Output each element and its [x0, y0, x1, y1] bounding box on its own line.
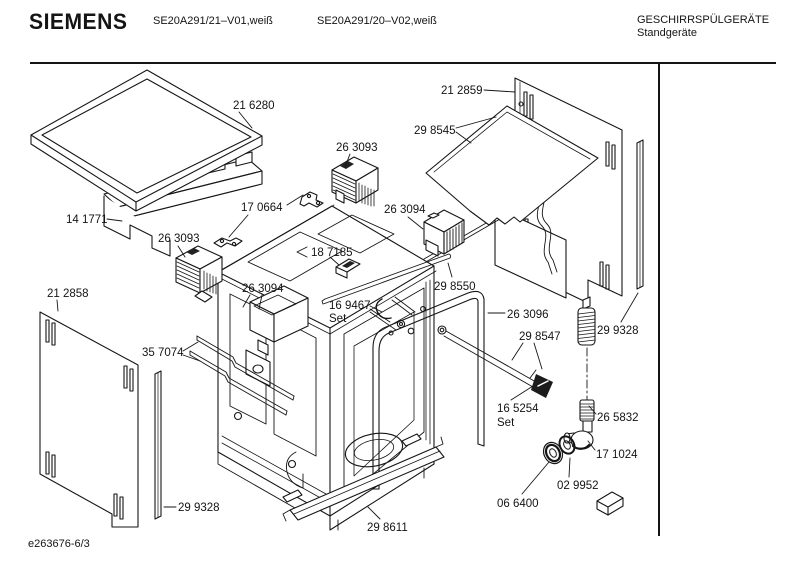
trim-strip-left-drawing [154, 370, 162, 520]
trim-strip-right-drawing [636, 139, 644, 290]
part-label: 21 2859 [441, 85, 483, 97]
part-label: 17 0664 [241, 202, 283, 214]
part-label: 26 3094 [384, 204, 426, 216]
supply-pipe-drawing [321, 253, 452, 305]
part-label: 29 8547 [519, 331, 561, 343]
top-cover-drawing [425, 105, 599, 226]
door-spring-rod-drawing [437, 325, 553, 398]
category-line: GESCHIRRSPÜLGERÄTE [637, 14, 770, 26]
base-channel-drawing [282, 433, 445, 522]
right-column-divider [658, 63, 660, 536]
part-label: 21 2858 [47, 288, 89, 300]
part-label: 06 6400 [497, 498, 539, 510]
fixing-bracket-drawings [213, 191, 324, 248]
part-label: 14 1771 [66, 214, 108, 226]
valve-module-drawing [423, 209, 465, 257]
left-side-panel-drawing [39, 311, 139, 528]
product-category: GESCHIRRSPÜLGERÄTE Standgeräte [637, 14, 769, 40]
dispenser-box-drawing [249, 285, 309, 356]
leader-lines [56, 89, 639, 520]
part-label: 17 1024 [596, 449, 638, 461]
part-label: 29 8545 [414, 125, 456, 137]
part-label: 02 9952 [557, 480, 599, 492]
subcategory-line: Standgeräte [637, 27, 697, 39]
model-variant-1: SE20A291/21–V01,weiß [153, 15, 273, 27]
part-label: 16 9467 [329, 300, 371, 312]
part-labels: 21 6280 14 1771 26 3093 17 0664 26 3093 … [47, 85, 639, 534]
part-label: 29 8611 [367, 522, 408, 534]
part-label-note: Set [497, 417, 515, 429]
document-reference: e263676-6/3 [28, 538, 90, 550]
fastener-set-drawing [375, 296, 426, 336]
header-divider [30, 62, 776, 64]
worktop-drawing [30, 69, 263, 212]
part-label: 18 7185 [311, 247, 353, 259]
control-module-top-drawing [331, 156, 379, 207]
part-label-note: Set [329, 313, 347, 325]
part-label: 26 3094 [242, 283, 284, 295]
control-module-left-drawing [175, 245, 223, 303]
part-label: 29 8550 [434, 281, 476, 293]
part-label: 26 3096 [507, 309, 549, 321]
part-label: 26 3093 [336, 142, 378, 154]
model-variant-2: SE20A291/20–V02,weiß [317, 15, 437, 27]
siemens-logo: SIEMENS [29, 9, 128, 34]
heater-rods-drawing [189, 335, 295, 416]
part-label: 21 6280 [233, 100, 275, 112]
part-label: 16 5254 [497, 403, 539, 415]
leveling-foot-drawing [542, 296, 624, 516]
part-label: 26 5832 [597, 412, 639, 424]
part-label: 29 9328 [597, 325, 639, 337]
part-label: 35 7074 [142, 347, 184, 359]
part-label: 29 9328 [178, 502, 220, 514]
hose-conduit-drawing [372, 290, 485, 490]
part-label: 26 3093 [158, 233, 200, 245]
